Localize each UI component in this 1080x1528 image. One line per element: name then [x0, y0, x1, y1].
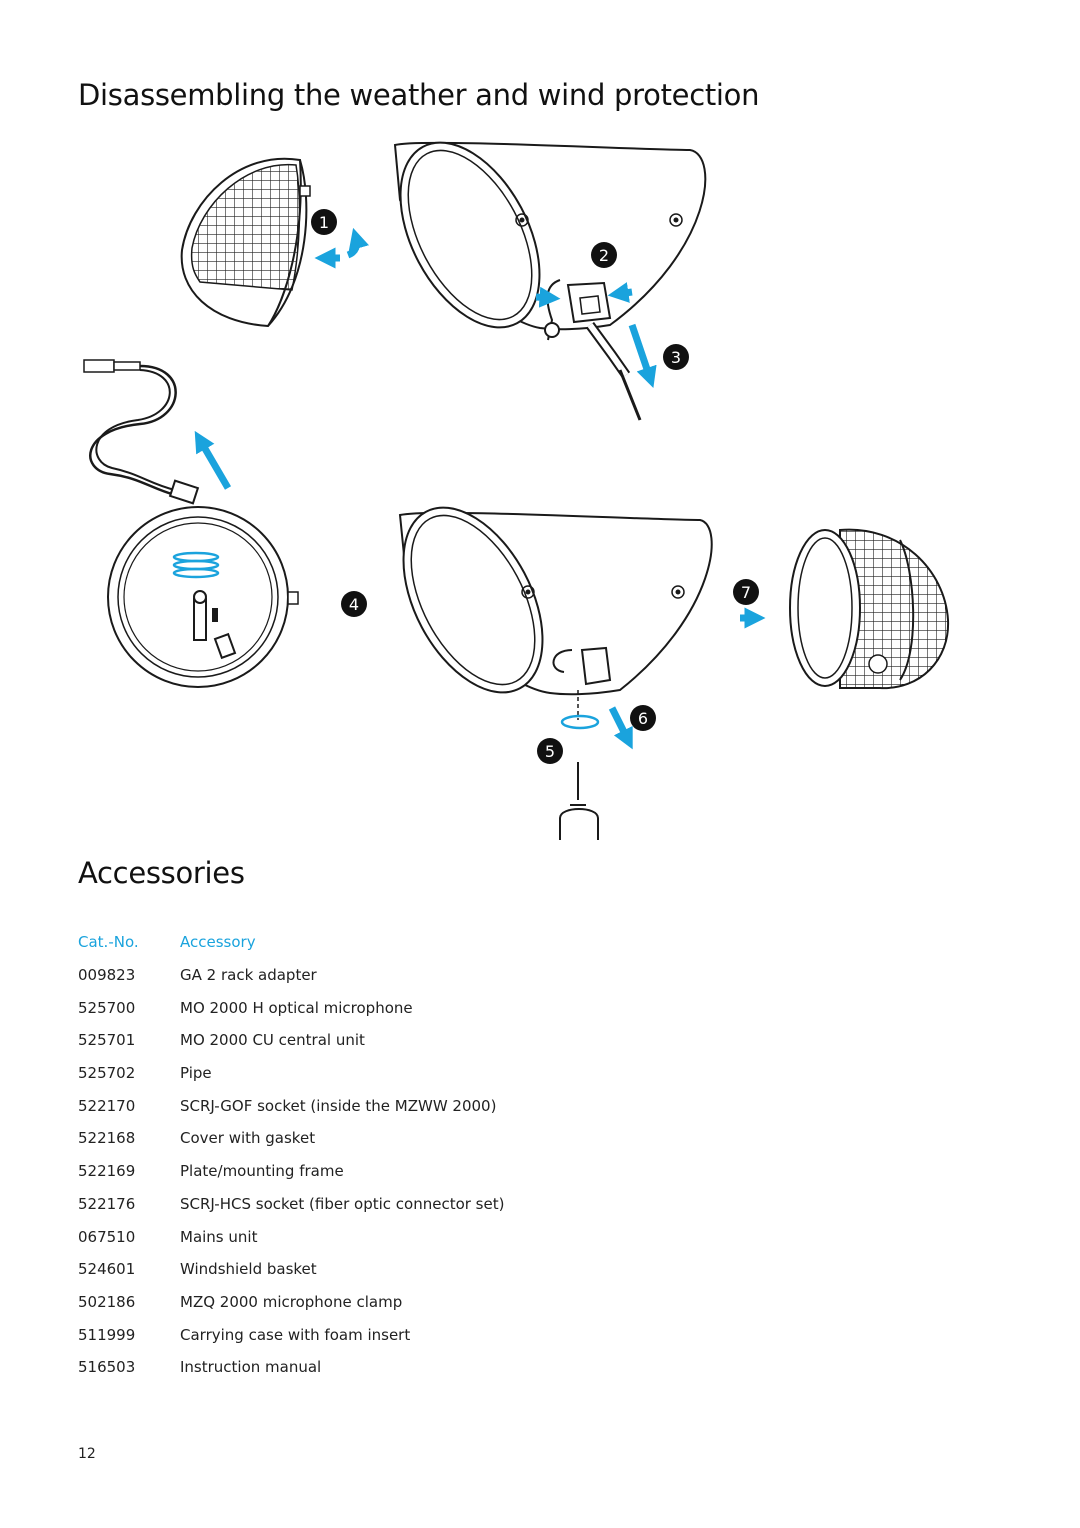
table-row: 525700 MO 2000 H optical microphone	[78, 991, 504, 1024]
column-header-accessory: Accessory	[180, 933, 256, 952]
accessory-cell: Windshield basket	[180, 1260, 317, 1279]
windshield-dome-bottom	[789, 528, 950, 690]
accessory-cell: SCRJ-HCS socket (fiber optic connector s…	[180, 1194, 505, 1213]
accessories-table: Cat.-No. Accessory 009823 GA 2 rack adapt…	[78, 926, 504, 1384]
table-row: 502186 MZQ 2000 microphone clamp	[78, 1286, 504, 1319]
table-row: 522169 Plate/mounting frame	[78, 1155, 504, 1188]
step-badge-7: 7	[733, 579, 759, 605]
step-badge-3: 3	[663, 344, 689, 370]
cat-no-cell: 522168	[78, 1129, 136, 1148]
windshield-dome-top	[180, 157, 311, 328]
mounting-frame	[107, 506, 299, 688]
section-title-disassembly: Disassembling the weather and wind prote…	[78, 78, 760, 112]
svg-text:5: 5	[545, 742, 555, 761]
table-row: 516503 Instruction manual	[78, 1351, 504, 1384]
housing-top	[393, 141, 707, 421]
fiber-cable	[83, 359, 200, 505]
accessory-cell: GA 2 rack adapter	[180, 966, 317, 985]
cat-no-cell: 522170	[78, 1096, 136, 1115]
table-row: 522170 SCRJ-GOF socket (inside the MZWW 2…	[78, 1089, 504, 1122]
svg-text:4: 4	[349, 595, 359, 614]
table-row: 009823 GA 2 rack adapter	[78, 959, 504, 992]
section-title-accessories: Accessories	[78, 856, 245, 890]
table-row: 524601 Windshield basket	[78, 1253, 504, 1286]
page-number: 12	[78, 1446, 96, 1462]
svg-text:3: 3	[671, 348, 681, 367]
disassembly-illustration: 1 2 3 4 5 6 7	[83, 141, 950, 840]
accessory-cell: Instruction manual	[180, 1358, 322, 1377]
table-row: 522176 SCRJ-HCS socket (fiber optic conne…	[78, 1188, 504, 1221]
cat-no-cell: 525702	[78, 1064, 136, 1083]
svg-text:1: 1	[319, 213, 329, 232]
column-header-cat-no: Cat.-No.	[78, 933, 139, 952]
svg-text:6: 6	[638, 709, 648, 728]
accessory-cell: MZQ 2000 microphone clamp	[180, 1292, 403, 1311]
table-row: 522168 Cover with gasket	[78, 1122, 504, 1155]
accessory-cell: Cover with gasket	[180, 1129, 316, 1148]
cat-no-cell: 067510	[78, 1227, 136, 1246]
cat-no-cell: 524601	[78, 1260, 136, 1279]
cat-no-cell: 522169	[78, 1162, 136, 1181]
table-row: 525702 Pipe	[78, 1057, 504, 1090]
cat-no-cell: 516503	[78, 1358, 136, 1377]
accessory-cell: MO 2000 CU central unit	[180, 1031, 365, 1050]
housing-bottom	[398, 506, 713, 840]
table-row: 067510 Mains unit	[78, 1220, 504, 1253]
cat-no-cell: 522176	[78, 1194, 136, 1213]
table-row: 525701 MO 2000 CU central unit	[78, 1024, 504, 1057]
accessory-cell: MO 2000 H optical microphone	[180, 998, 413, 1017]
step-badge-6: 6	[630, 705, 656, 731]
step-badge-2: 2	[591, 242, 617, 268]
cat-no-cell: 511999	[78, 1325, 136, 1344]
svg-text:2: 2	[599, 246, 609, 265]
step-badge-5: 5	[537, 738, 563, 764]
svg-text:7: 7	[741, 583, 751, 602]
step-badge-1: 1	[311, 209, 337, 235]
accessory-cell: Mains unit	[180, 1227, 258, 1246]
cat-no-cell: 525700	[78, 998, 136, 1017]
table-row: 511999 Carrying case with foam insert	[78, 1318, 504, 1351]
table-header-row: Cat.-No. Accessory	[78, 926, 504, 959]
direction-arrows	[194, 227, 766, 750]
accessory-cell: Pipe	[180, 1064, 212, 1083]
cat-no-cell: 009823	[78, 966, 136, 985]
step-badge-4: 4	[341, 591, 367, 617]
cat-no-cell: 525701	[78, 1031, 136, 1050]
accessory-cell: Carrying case with foam insert	[180, 1325, 411, 1344]
cat-no-cell: 502186	[78, 1292, 136, 1311]
accessory-cell: Plate/mounting frame	[180, 1162, 344, 1181]
accessory-cell: SCRJ-GOF socket (inside the MZWW 2000)	[180, 1096, 497, 1115]
